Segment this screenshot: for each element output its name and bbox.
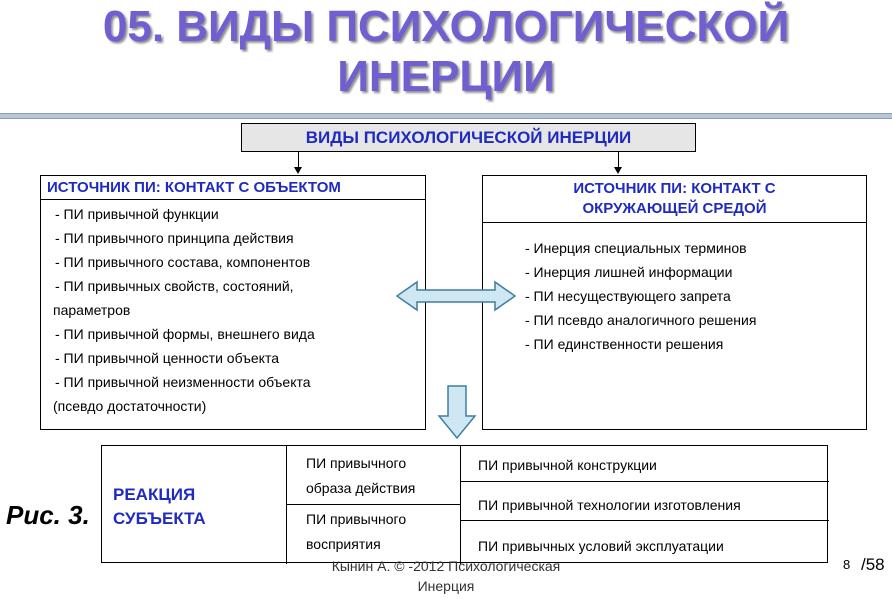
table-divider (286, 504, 460, 505)
root-node-label: ВИДЫ ПСИХОЛОГИЧЕСКОЙ ИНЕРЦИИ (305, 128, 632, 147)
table-cell: ПИ привычной конструкции (478, 457, 657, 473)
left-node-box: ИСТОЧНИК ПИ: КОНТАКТ С ОБЪЕКТОМ - ПИ при… (40, 175, 426, 430)
list-item: - ПИ несуществующего запрета (525, 288, 731, 304)
right-node-list: - Инерция специальных терминов - Инерция… (525, 236, 756, 356)
page-total: /58 (861, 555, 885, 574)
mid-top-line2: образа действия (306, 480, 416, 496)
list-item: (псевдо достаточности) (53, 398, 207, 414)
list-item: - ПИ привычного принципа действия (55, 230, 294, 246)
left-node-header: ИСТОЧНИК ПИ: КОНТАКТ С ОБЪЕКТОМ (41, 176, 425, 200)
list-item: параметров (53, 302, 131, 318)
list-item: - ПИ привычной неизменности объекта (55, 374, 311, 390)
list-item: - Инерция специальных терминов (525, 240, 747, 256)
reaction-table: РЕАКЦИЯ СУБЪЕКТА ПИ привычного образа де… (101, 445, 829, 564)
reaction-label-line2: СУБЪЕКТА (113, 509, 206, 528)
left-node-header-text: ИСТОЧНИК ПИ: КОНТАКТ С ОБЪЕКТОМ (47, 179, 341, 196)
list-item: - ПИ единственности решения (525, 336, 724, 352)
list-item: - ПИ привычной формы, внешнего вида (55, 326, 315, 342)
mid-top-line1: ПИ привычного (306, 455, 407, 471)
list-item: - ПИ привычных свойств, состояний, (55, 278, 294, 294)
left-node-list: - ПИ привычной функции - ПИ привычного п… (53, 202, 315, 418)
connector-right-arrowhead (614, 167, 622, 174)
connector-left-arrowhead (294, 167, 302, 174)
table-divider (460, 446, 461, 564)
list-item: - ПИ привычной функции (55, 206, 219, 222)
list-item: - ПИ привычной ценности объекта (55, 350, 279, 366)
table-divider (460, 481, 829, 482)
slide-title-line2: ИНЕРЦИИ (337, 52, 555, 101)
right-node-header-line2: ОКРУЖАЮЩЕЙ СРЕДОЙ (582, 200, 767, 217)
footer-line2: Инерция (417, 578, 475, 594)
table-divider (460, 520, 829, 521)
connector-right (618, 152, 619, 168)
right-node-header-line1: ИСТОЧНИК ПИ: КОНТАКТ С (573, 180, 776, 197)
list-item: - ПИ псевдо аналогичного решения (525, 312, 757, 328)
footer-line1: Кынин А. © -2012 Психологическая (331, 558, 561, 574)
right-node-box: ИСТОЧНИК ПИ: КОНТАКТ С ОКРУЖАЮЩЕЙ СРЕДОЙ… (482, 175, 867, 430)
slide-title-line1: 05. ВИДЫ ПСИХОЛОГИЧЕСКОЙ (102, 2, 790, 51)
double-arrow-icon (395, 280, 517, 312)
list-item: - Инерция лишней информации (525, 264, 733, 280)
title-divider (0, 113, 892, 119)
table-cell: ПИ привычной технологии изготовления (478, 497, 741, 513)
table-cell: ПИ привычных условий эксплуатации (478, 538, 724, 554)
connector-left (298, 152, 299, 168)
reaction-label-line1: РЕАКЦИЯ (113, 485, 196, 504)
right-node-header: ИСТОЧНИК ПИ: КОНТАКТ С ОКРУЖАЮЩЕЙ СРЕДОЙ (483, 176, 866, 223)
down-arrow-icon (437, 385, 477, 440)
mid-bottom-line1: ПИ привычного (306, 511, 407, 527)
root-node-box: ВИДЫ ПСИХОЛОГИЧЕСКОЙ ИНЕРЦИИ (241, 123, 696, 152)
table-divider (286, 446, 287, 564)
page-number: 8 (843, 557, 851, 572)
figure-caption: Рис. 3. (6, 500, 90, 530)
list-item: - ПИ привычного состава, компонентов (55, 254, 311, 270)
mid-bottom-line2: восприятия (306, 536, 381, 552)
